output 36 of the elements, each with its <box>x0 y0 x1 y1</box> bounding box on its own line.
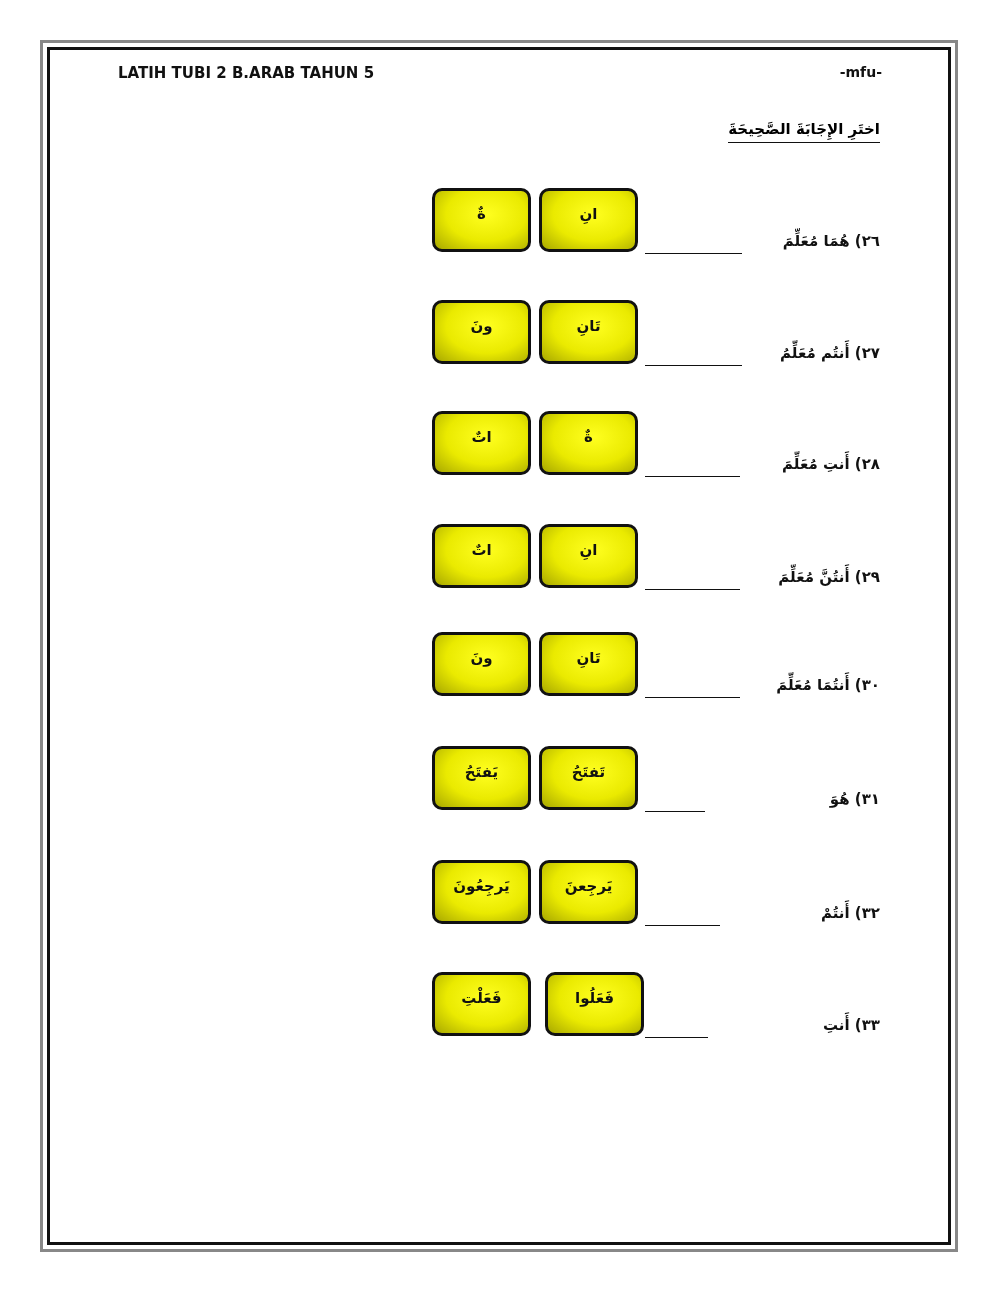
answer-option <box>539 411 638 475</box>
option-text: اتٌ <box>471 428 492 446</box>
option-text: تَانِ <box>576 317 601 335</box>
option-text: ةٌ <box>477 205 486 223</box>
option-text: ةٌ <box>584 428 593 446</box>
option-text: يَرجِعنَ <box>564 877 613 895</box>
worksheet-title: LATIH TUBI 2 B.ARAB TAHUN 5 <box>118 64 375 82</box>
answer-option <box>432 860 531 924</box>
answer-option <box>432 632 531 696</box>
option-text: يَرجِعُونَ <box>453 877 510 895</box>
option-text: انِ <box>579 541 598 559</box>
answer-option <box>539 300 638 364</box>
answer-option <box>432 300 531 364</box>
answer-option <box>539 632 638 696</box>
option-text: انِ <box>579 205 598 223</box>
option-text: اتٌ <box>471 541 492 559</box>
answer-option <box>432 188 531 252</box>
author-mark: -mfu- <box>839 64 882 80</box>
option-text: تَانِ <box>576 649 601 667</box>
answer-option <box>539 860 638 924</box>
option-text: تَفتَحُ <box>571 763 606 781</box>
answer-option <box>539 188 638 252</box>
answer-option <box>432 411 531 475</box>
option-text: ونَ <box>470 649 493 667</box>
answer-option <box>432 972 531 1036</box>
answer-option <box>545 972 644 1036</box>
option-text: يَفتَحُ <box>464 763 499 781</box>
answer-option <box>432 524 531 588</box>
option-text: فَعَلُوا <box>575 989 614 1007</box>
instruction-heading: اختَرِ الإِجَابَةَ الصَّحِيحَةَ <box>728 120 880 143</box>
question-text: ٣١) هُوَ <box>829 790 880 808</box>
answer-option <box>432 746 531 810</box>
answer-option <box>539 524 638 588</box>
option-text: فَعَلْتِ <box>461 989 502 1007</box>
option-text: ونَ <box>470 317 493 335</box>
answer-option <box>539 746 638 810</box>
